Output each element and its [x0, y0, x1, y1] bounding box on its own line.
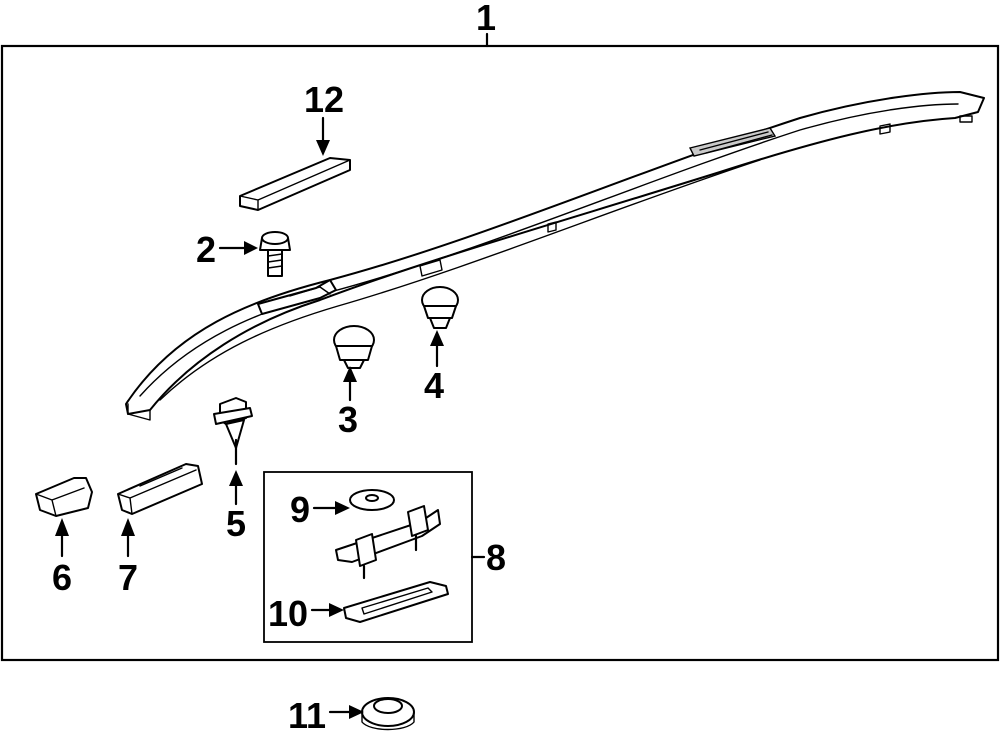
arrow-5 [229, 470, 243, 486]
assembly-frame [0, 44, 1000, 662]
callout-10: 10 [268, 593, 308, 634]
arrow-11 [349, 705, 364, 719]
callout-4: 4 [424, 365, 444, 406]
callout-9: 9 [290, 489, 310, 530]
clip-part-4 [421, 286, 459, 329]
bolt-part-2 [259, 231, 291, 277]
bracket [335, 505, 441, 580]
gasket-part-10 [343, 581, 449, 623]
callout-6: 6 [52, 557, 72, 598]
clip-part-3 [333, 325, 375, 369]
end-cap-part-6 [35, 477, 93, 517]
callout-7: 7 [118, 557, 138, 598]
callout-3: 3 [338, 399, 358, 440]
arrow-10 [329, 603, 344, 617]
arrow-4 [430, 330, 444, 346]
push-pin-part-5 [213, 397, 253, 466]
callout-2: 2 [196, 229, 216, 270]
arrow-3 [343, 366, 357, 382]
arrow-2 [244, 241, 258, 255]
callout-8: 8 [486, 537, 506, 578]
callout-5: 5 [226, 503, 246, 544]
cover-part-7 [117, 463, 203, 515]
callout-12: 12 [304, 79, 344, 120]
roof-rail [125, 91, 985, 421]
arrow-12 [316, 140, 330, 156]
callout-11: 11 [288, 695, 326, 732]
arrow-9 [335, 501, 350, 515]
arrow-7 [121, 518, 135, 536]
callout-1: 1 [476, 0, 496, 38]
washer-part-9 [349, 489, 395, 511]
nut-part-11 [361, 697, 415, 731]
arrow-6 [55, 518, 69, 536]
pad-part-12 [239, 157, 351, 211]
